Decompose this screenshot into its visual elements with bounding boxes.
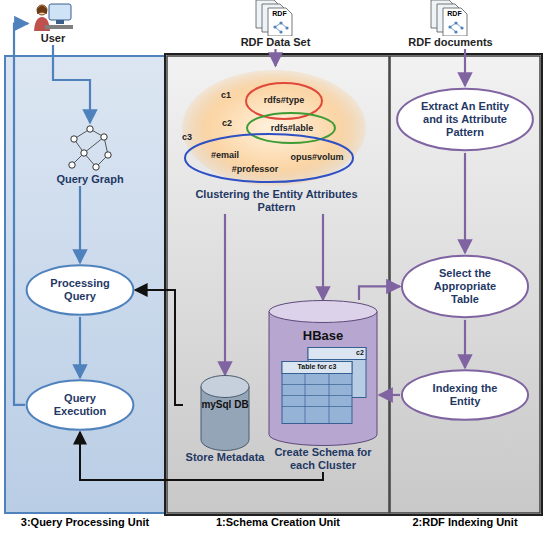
hbase-cylinder-figure — [268, 300, 378, 446]
icon-label: RDF — [268, 10, 292, 18]
attribute-label: #email — [207, 150, 243, 161]
connector-arrow — [135, 290, 183, 405]
cluster-label: c2 — [220, 118, 234, 129]
db-name: mySql DB — [200, 399, 250, 411]
node-label: Extract An Entity and its Attribute Patt… — [415, 100, 515, 139]
unit-panel: Clustering the Entity Attributes Pattern… — [167, 56, 389, 513]
node-label: RDF Data Set — [228, 36, 323, 49]
connector-arrow — [359, 286, 400, 300]
panel-fill — [390, 56, 540, 513]
connector-arrow — [464, 49, 466, 86]
user-icon: User — [28, 2, 78, 45]
mysql-cylinder-figure — [200, 375, 250, 451]
process-ellipse: Query Execution — [25, 378, 135, 432]
caption: Create Schema for each Cluster — [267, 446, 379, 472]
dataset-icon: RDF RDF Data Set — [228, 0, 323, 49]
attribute-label: rdfs#lable — [265, 123, 319, 134]
documents-icon-figure — [429, 0, 473, 36]
connector-arrow — [79, 186, 81, 263]
attribute-label: opus#volum — [289, 152, 345, 163]
panel-fill — [5, 56, 165, 513]
db-name: HBase — [268, 328, 378, 343]
hbase-cylinder: HBaseTable for c3c2Create Schema for eac… — [267, 300, 379, 472]
caption: Clustering the Entity Attributes Pattern — [179, 188, 374, 214]
outer-frame — [165, 54, 542, 515]
table-label: c2 — [354, 349, 366, 357]
node-label: RDF documents — [398, 36, 503, 49]
connector-arrow — [14, 23, 28, 404]
unit-panel: Extract An Entity and its Attribute Patt… — [390, 56, 540, 513]
connector-arrow — [274, 49, 276, 66]
cluster-label: c1 — [219, 90, 233, 101]
caption: Store Metadata — [183, 451, 267, 464]
cluster-venn: Clustering the Entity Attributes Pattern… — [179, 66, 374, 214]
connector-arrow — [322, 214, 324, 300]
query-graph-figure — [64, 123, 116, 173]
attribute-label: #professor — [229, 164, 281, 175]
panel-fills — [5, 56, 540, 513]
connector-arrow — [79, 317, 81, 378]
unit-title: 3:Query Processing Unit — [5, 516, 165, 529]
panel-fill — [167, 56, 389, 513]
node-label: Indexing the Entity — [420, 382, 510, 408]
attribute-label: rdfs#type — [259, 95, 309, 106]
process-ellipse: Select the Appropriate Table — [400, 253, 530, 320]
connector-arrow — [464, 153, 466, 253]
mysql-cylinder: mySql DB Store Metadata — [183, 375, 267, 464]
unit-title: 2:RDF Indexing Unit — [390, 516, 540, 529]
node-label: Processing Query — [45, 277, 115, 303]
documents-icon: RDF RDF documents — [398, 0, 503, 49]
table-label: Table for c3 — [283, 363, 351, 371]
node-label: Select the Appropriate Table — [420, 267, 510, 306]
query-graph: Query Graph — [45, 123, 135, 186]
connector-arrow — [53, 45, 90, 123]
process-ellipse: Indexing the Entity — [400, 368, 530, 422]
unit-panel: Query GraphProcessing QueryQuery Executi… — [5, 56, 165, 513]
connector-arrow — [379, 394, 400, 396]
connector-arrow — [224, 214, 226, 375]
node-label: User — [28, 32, 78, 45]
dataset-icon-figure — [254, 0, 298, 36]
process-ellipse: Processing Query — [25, 263, 135, 317]
connector-arrow — [464, 320, 466, 368]
icon-label: RDF — [443, 10, 467, 18]
cluster-label: c3 — [180, 132, 194, 143]
node-label: Query Execution — [45, 392, 115, 418]
node-label: Query Graph — [45, 173, 135, 186]
process-ellipse: Extract An Entity and its Attribute Patt… — [395, 86, 535, 153]
unit-title: 1:Schema Creation Unit — [167, 516, 389, 529]
user-icon-figure — [33, 2, 73, 32]
